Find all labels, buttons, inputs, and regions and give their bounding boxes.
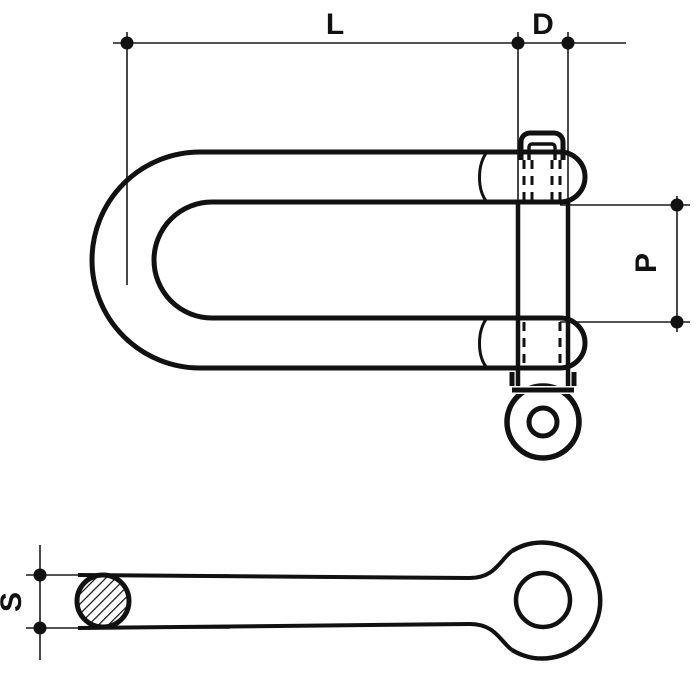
plan-eye-fillet-bottom — [469, 622, 514, 652]
dim-dot-p-top — [670, 198, 684, 212]
plan-eye-outer — [510, 540, 603, 661]
dim-dot-l-left — [120, 36, 134, 50]
plan-view — [74, 540, 603, 661]
shackle-body-outer-profile — [89, 149, 543, 371]
dimension-endpoint-markers — [33, 36, 684, 635]
shackle-eye-outer — [504, 383, 582, 461]
shackle-eye-bore — [526, 405, 560, 439]
dimension-label-l: L — [326, 8, 344, 41]
dim-dot-p-bottom — [670, 315, 684, 329]
shackle-body-inner-profile — [151, 199, 543, 321]
plan-bar-bottom-edge — [77, 622, 471, 630]
dim-dot-l-right — [511, 36, 525, 50]
dimension-label-d: D — [532, 8, 554, 41]
bar-section-outline — [74, 572, 132, 630]
dimension-label-p: P — [630, 253, 663, 273]
plan-eye-fillet-top — [469, 549, 514, 580]
side-elevation-view — [89, 130, 588, 461]
lower-arm-transition-curve — [478, 317, 489, 369]
plan-bar-top-edge — [77, 573, 471, 580]
pin-hidden-lines-lower — [522, 322, 562, 368]
dimension-label-s: S — [0, 592, 28, 612]
upper-arm-end-cap — [518, 149, 588, 205]
dim-dot-s-top — [33, 568, 47, 582]
pin-head-inner-relief — [527, 142, 557, 160]
upper-arm-transition-curve — [478, 151, 489, 203]
lower-arm-end-cap — [518, 315, 588, 371]
dim-dot-d-right — [561, 36, 575, 50]
plan-eye-bore — [513, 570, 573, 630]
pin-hidden-lines — [522, 160, 562, 202]
dim-dot-s-bottom — [33, 621, 47, 635]
pin-head — [518, 130, 566, 160]
